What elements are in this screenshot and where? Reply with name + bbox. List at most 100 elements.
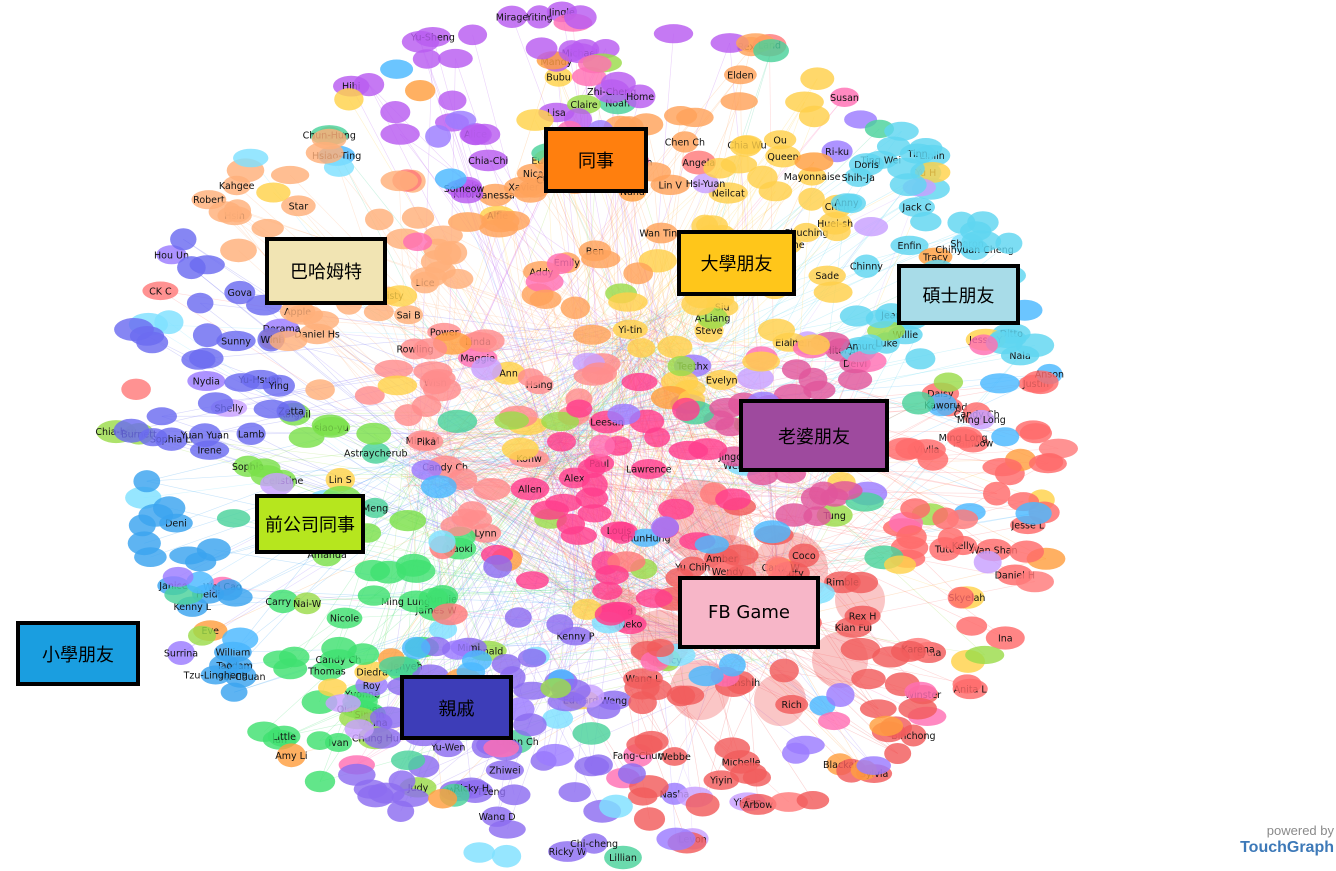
- friend-node: [656, 827, 696, 851]
- friend-node-bubble: [134, 547, 167, 567]
- cluster-label-colleagues[interactable]: 同事: [544, 127, 648, 193]
- graph-edge: [644, 361, 889, 732]
- friend-node-bubble: [900, 498, 931, 520]
- friend-node-bubble: [592, 581, 623, 601]
- friend-node: [572, 722, 611, 745]
- friend-node: [798, 367, 828, 392]
- friend-node-bubble: [394, 404, 423, 427]
- friend-node: [192, 323, 223, 348]
- graph-edge: [289, 441, 445, 669]
- friend-node: [952, 674, 982, 694]
- friend-node-bubble: [325, 467, 355, 492]
- friend-node-label: Evelyn: [706, 375, 738, 386]
- friend-node-label: Shih-Ja: [842, 173, 875, 184]
- cluster-label-elementary-friends[interactable]: 小學朋友: [16, 621, 140, 686]
- graph-edge: [627, 162, 633, 580]
- friend-node-label: Meng: [362, 503, 388, 514]
- cluster-label-fb-game[interactable]: FB Game: [678, 576, 820, 649]
- friend-node: Rex H: [844, 605, 881, 627]
- friend-node: Ricky W: [548, 841, 587, 862]
- friend-node: [884, 121, 919, 141]
- cluster-label-wife-friends[interactable]: 老婆朋友: [739, 399, 889, 472]
- friend-node: [501, 437, 539, 461]
- friend-node-bubble: [304, 770, 336, 793]
- friend-node-label: Nydia: [193, 377, 220, 388]
- graph-edge: [485, 532, 576, 599]
- friend-node: [905, 348, 936, 370]
- friend-node: [578, 54, 612, 74]
- friend-node-bubble: [676, 107, 714, 128]
- friend-node-bubble: [584, 754, 613, 776]
- friend-node: Vanessa: [476, 183, 515, 207]
- friend-node: Nai-W: [293, 592, 322, 615]
- friend-node-bubble: [594, 603, 627, 626]
- cluster-label-former-colleagues[interactable]: 前公司同事: [255, 494, 365, 554]
- friend-node: [188, 625, 216, 646]
- friend-node: [247, 721, 281, 742]
- graph-edge: [569, 314, 892, 419]
- friend-node-bubble: [572, 324, 612, 345]
- friend-node-label: Sai B: [397, 310, 421, 321]
- friend-node: [133, 470, 161, 493]
- friend-node-bubble: [133, 470, 161, 493]
- friend-node: [594, 603, 627, 626]
- friend-node-bubble: [162, 566, 194, 587]
- friend-node-bubble: [798, 105, 830, 128]
- friend-node-bubble: [933, 372, 964, 392]
- friend-node-label: Kahgee: [219, 181, 255, 192]
- friend-node-label: Vanessa: [476, 191, 515, 202]
- friend-node: [856, 756, 891, 775]
- friend-node: [685, 792, 720, 817]
- friend-node-bubble: [896, 525, 927, 550]
- graph-edge: [228, 312, 639, 409]
- cluster-label-university-friends[interactable]: 大學朋友: [677, 230, 796, 296]
- friend-node: [884, 555, 916, 574]
- friend-node: [525, 271, 564, 293]
- friend-node-bubble: [188, 625, 216, 646]
- friend-node-bubble: [288, 426, 325, 448]
- cluster-label-bahamut[interactable]: 巴哈姆特: [265, 237, 387, 305]
- graph-edge: [116, 431, 762, 612]
- friend-node: [288, 426, 325, 448]
- friend-node: [575, 487, 609, 509]
- friend-node: [401, 30, 440, 53]
- friend-node: [251, 218, 284, 238]
- friend-node-label: Roy: [363, 681, 381, 692]
- cluster-label-relatives[interactable]: 親戚: [400, 675, 513, 740]
- friend-node-bubble: [800, 67, 835, 90]
- friend-node-bubble: [260, 472, 294, 496]
- friend-node-bubble: [546, 253, 574, 275]
- friend-node-bubble: [395, 553, 431, 577]
- graph-edge: [608, 148, 629, 595]
- friend-node: Pika: [409, 431, 444, 451]
- friend-node-label: Lisa: [547, 108, 566, 119]
- friend-node-label: Coco: [792, 551, 816, 562]
- friend-node-bubble: [491, 654, 521, 675]
- friend-node: [715, 488, 751, 511]
- cluster-label-masters-friends[interactable]: 碩士朋友: [897, 264, 1020, 325]
- friend-node: [121, 378, 151, 400]
- friend-node: [325, 694, 361, 713]
- friend-node-bubble: [688, 438, 728, 461]
- touchgraph-branding[interactable]: powered by TouchGraph: [1229, 823, 1334, 857]
- friend-node: Zhiwei: [485, 760, 524, 781]
- friend-node: [1015, 333, 1055, 358]
- friend-node-bubble: [363, 302, 394, 322]
- friend-node-label: Queen: [767, 152, 798, 163]
- friend-node: [134, 547, 167, 567]
- friend-node-bubble: [325, 694, 361, 713]
- friend-node: [843, 571, 879, 594]
- friend-node-label: Lillian: [609, 853, 637, 864]
- graph-edge: [418, 450, 689, 460]
- friend-node-bubble: [438, 48, 473, 69]
- friend-node: [584, 754, 613, 776]
- friend-node: [380, 59, 414, 79]
- friend-node: [635, 588, 673, 608]
- friend-node-label: Elden: [727, 70, 754, 81]
- friend-node: [646, 639, 675, 657]
- friend-node-bubble: [224, 373, 260, 392]
- friend-node: [304, 770, 336, 793]
- friend-node: [420, 475, 457, 499]
- friend-node-bubble: [471, 356, 502, 381]
